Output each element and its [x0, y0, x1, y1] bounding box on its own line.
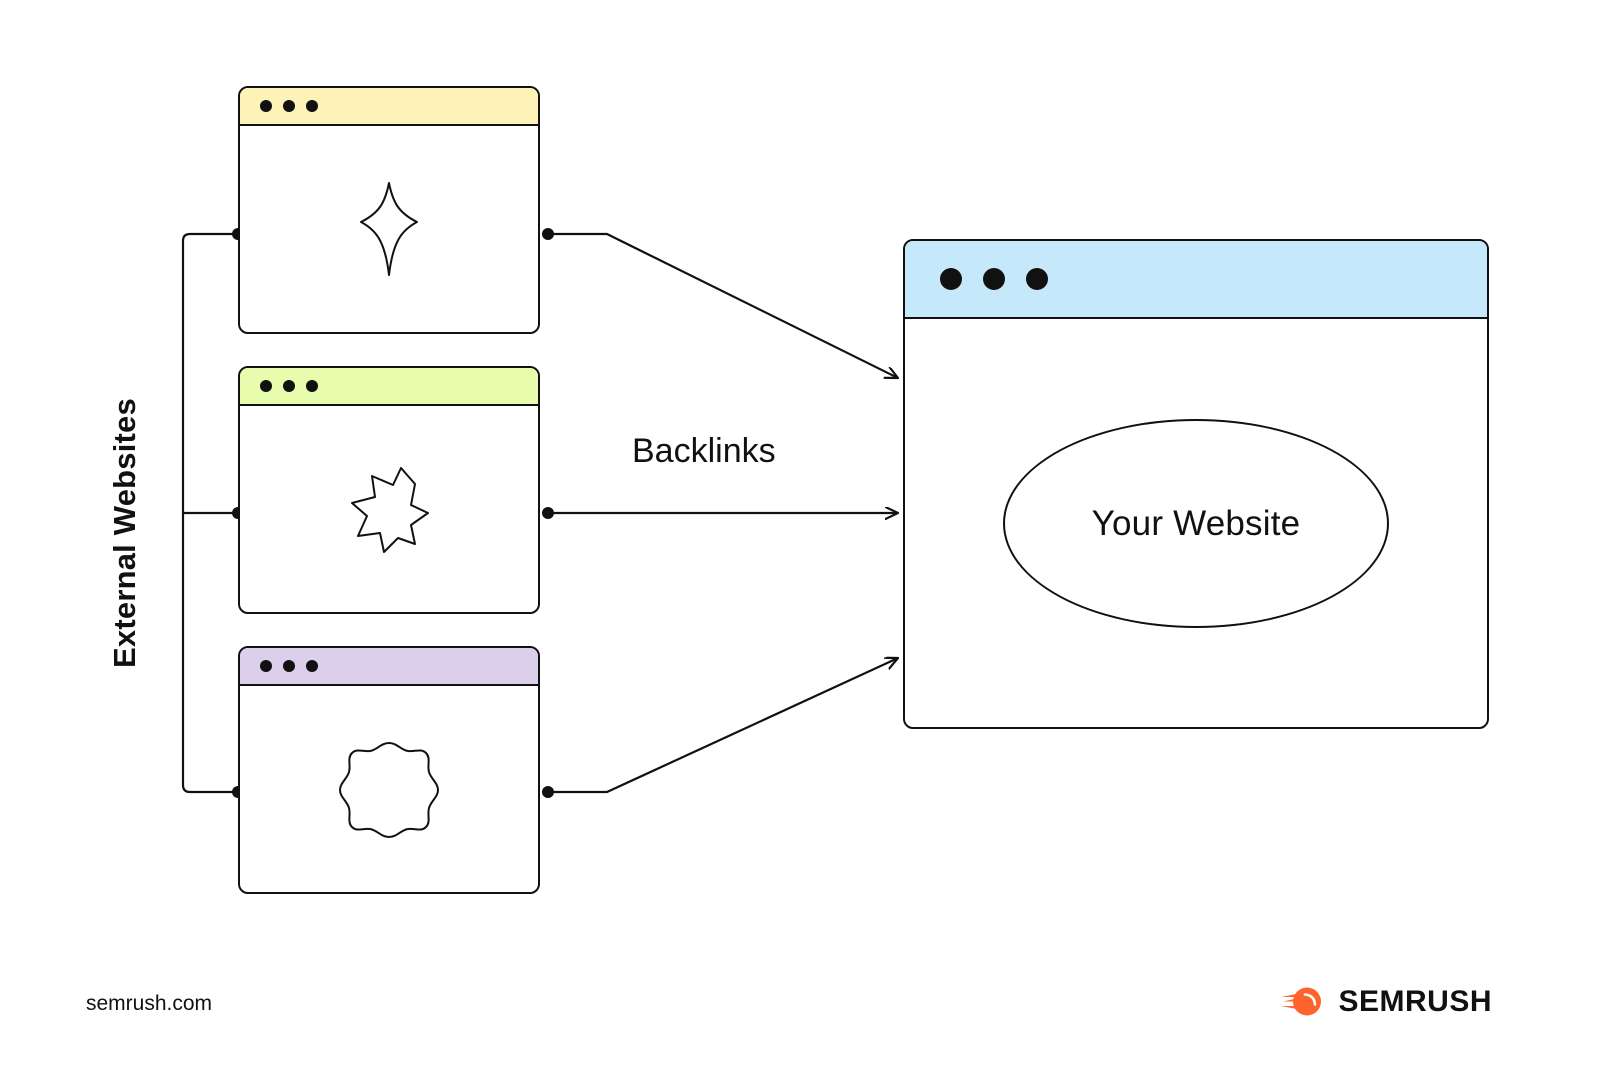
backlink-arrow-top [548, 232, 898, 378]
footer-source-url: semrush.com [86, 992, 213, 1015]
your-website-ellipse-wrap: Your Website [905, 319, 1487, 727]
window-control-dot [306, 100, 318, 112]
external-websites-bracket [181, 228, 244, 798]
arrow-node-middle [542, 507, 554, 519]
window-controls-2 [260, 380, 329, 392]
external-website-window-2[interactable] [238, 366, 540, 614]
window-control-dot [283, 380, 295, 392]
semrush-comet-icon [1281, 987, 1322, 1016]
backlink-arrow-bottom [548, 658, 898, 794]
flower-scallop-shape-icon [240, 686, 538, 892]
arrow-node-bottom [542, 786, 554, 798]
window-control-dot [983, 268, 1005, 290]
window-titlebar-1 [240, 88, 538, 126]
backlinks-label: Backlinks [632, 432, 776, 470]
main-window-titlebar [905, 241, 1487, 319]
window-control-dot [260, 660, 272, 672]
window-control-dot [260, 100, 272, 112]
window-controls-3 [260, 660, 329, 672]
main-window-controls [940, 268, 1069, 290]
external-websites-axis-label: External Websites [107, 398, 142, 668]
arrow-node-top [542, 228, 554, 240]
window-control-dot [1026, 268, 1048, 290]
external-website-window-1[interactable] [238, 86, 540, 334]
window-titlebar-2 [240, 368, 538, 406]
your-website-ellipse: Your Website [1003, 419, 1389, 628]
window-controls-1 [260, 100, 329, 112]
window-control-dot [306, 660, 318, 672]
window-control-dot [283, 660, 295, 672]
main-website-window[interactable]: Your Website [903, 239, 1489, 729]
window-control-dot [306, 380, 318, 392]
window-control-dot [260, 380, 272, 392]
backlink-arrows [542, 228, 898, 798]
external-website-window-3[interactable] [238, 646, 540, 894]
window-titlebar-3 [240, 648, 538, 686]
semrush-logo: SEMRUSH [1280, 985, 1492, 1019]
window-control-dot [940, 268, 962, 290]
window-control-dot [283, 100, 295, 112]
your-website-label: Your Website [1091, 503, 1301, 543]
blob-star-shape-icon [240, 406, 538, 612]
semrush-wordmark: SEMRUSH [1338, 985, 1492, 1018]
diamond-star-shape-icon [240, 126, 538, 332]
